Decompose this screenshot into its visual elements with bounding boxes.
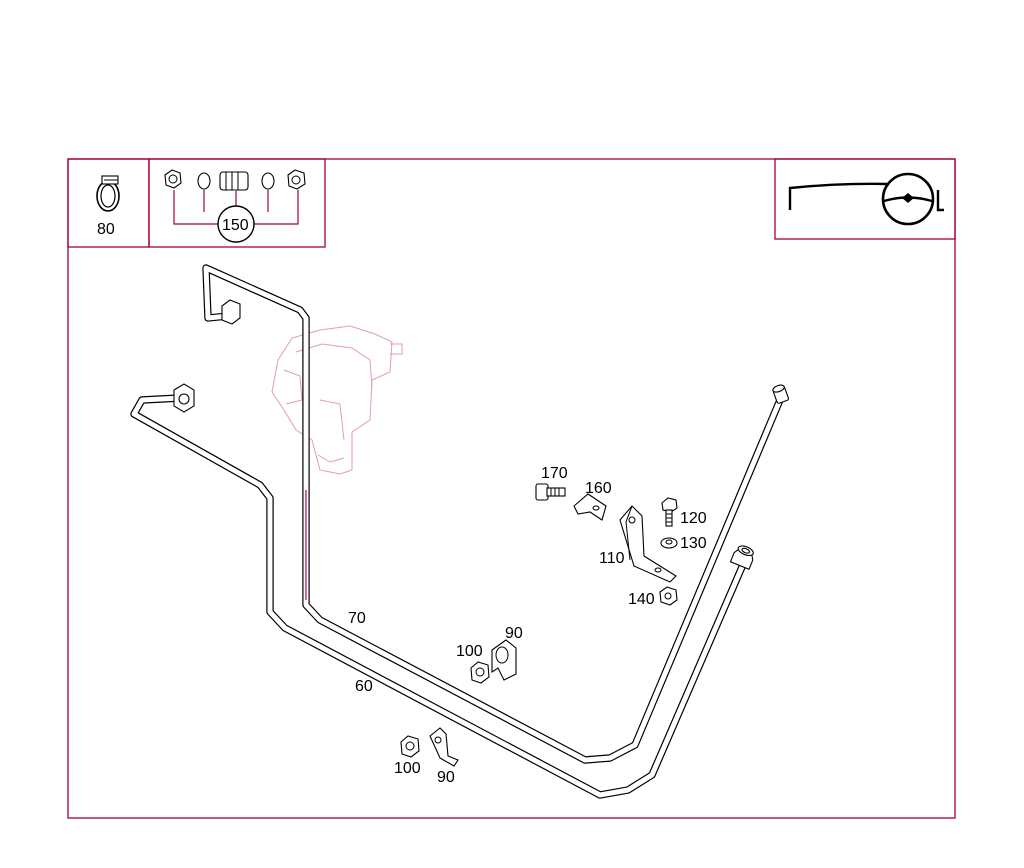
clip-90-lower [429,727,459,767]
label-80: 80 [97,221,115,238]
label-90-lower: 90 [437,769,455,786]
label-100-lower: 100 [394,760,421,777]
label-90-upper: 90 [505,625,523,642]
bolt-120 [661,497,678,527]
label-160: 160 [585,480,612,497]
label-170: 170 [541,465,568,482]
inset-fitting-set: 150 [148,158,326,248]
label-140: 140 [628,591,655,608]
ghost-injection-pump [271,325,403,475]
label-130: 130 [680,535,707,552]
nut-100-upper [470,661,490,684]
hose-clamp-icon [96,175,120,212]
inset-steering [774,158,956,240]
label-150: 150 [222,217,249,234]
fitting-set-icon [164,169,306,243]
washer-130 [660,537,678,549]
nut-140 [659,586,678,606]
diagram-frame [67,158,956,819]
steering-wheel-icon [788,172,944,226]
fuel-line-70 [202,264,789,764]
label-110: 110 [599,550,625,567]
label-120: 120 [680,510,707,527]
fuel-line-60 [130,383,754,799]
label-100-upper: 100 [456,643,483,660]
bolt-170 [535,483,566,501]
bracket-110 [619,505,677,583]
clamp-160 [573,493,607,521]
label-70: 70 [348,610,366,627]
nut-100-lower [400,735,420,758]
label-60: 60 [355,678,373,695]
inset-hose-clamp: 80 [67,158,150,248]
clip-90-upper [491,639,517,681]
